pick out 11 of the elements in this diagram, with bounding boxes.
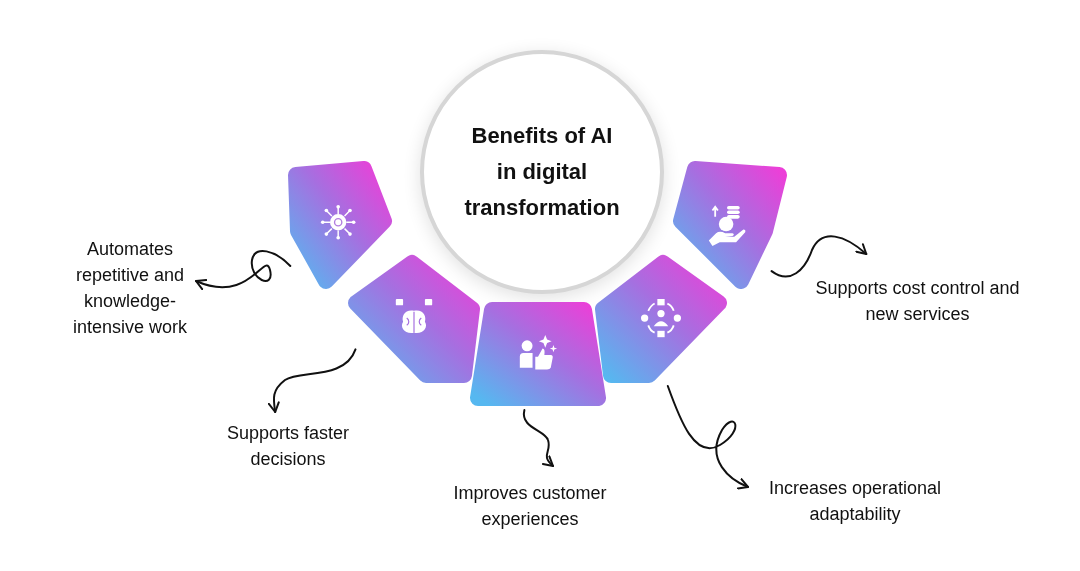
curly-arrow: [666, 385, 749, 489]
benefit-text: Supports faster decisions: [225, 422, 351, 471]
curly-arrow: [522, 409, 554, 467]
benefit-text: Improves customer experiences: [452, 482, 608, 531]
curly-arrow: [770, 235, 868, 278]
benefit-text: Increases operational adaptability: [767, 477, 943, 526]
benefit-text: Supports cost control and new services: [815, 277, 1020, 326]
curly-arrow: [267, 348, 357, 413]
benefit-text: Automates repetitive and knowledge-intensive work: [71, 238, 188, 339]
heading-text: Benefits of AI in digital transformation: [463, 122, 621, 222]
curly-arrow: [195, 250, 292, 290]
